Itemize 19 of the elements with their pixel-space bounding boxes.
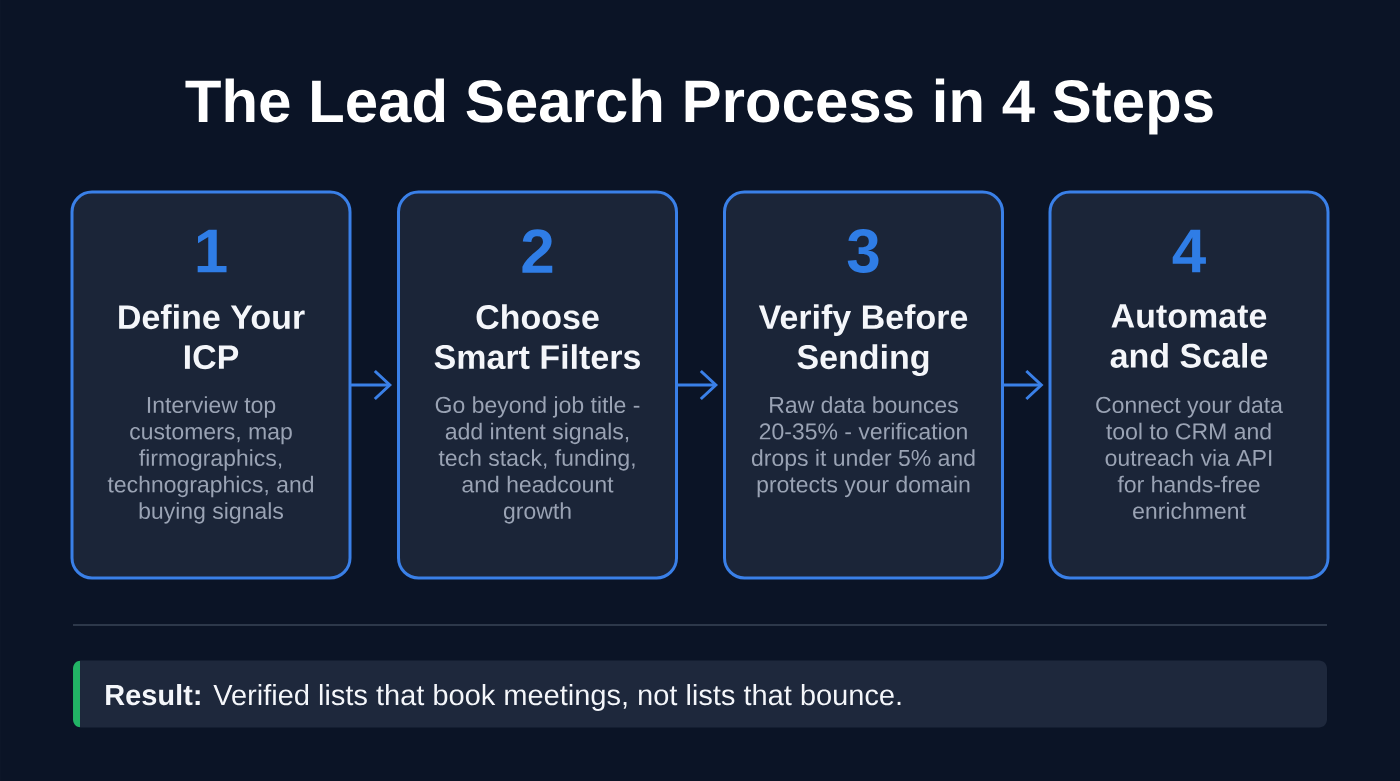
step-description: Interview top customers, map firmographics, technographics, and buying signals [107,396,314,524]
step-card [1048,190,1330,580]
step-number: 4 [1172,229,1206,273]
step-title: Define Your ICP [119,304,305,370]
step-description: Raw data bounces 20-35% - verification drops it under 5% and protects your domain [751,396,975,498]
step-description: Connect your data tool to CRM and outreach via API for hands-free enrichment [1096,396,1283,520]
step-card [70,190,352,580]
step-number: 1 [197,229,227,273]
result-text: Result: Verified lists that book meetings, not lists that bounce. [106,684,901,711]
step-title: Verify Before Sending [758,304,968,377]
step-description: Go beyond job title - add intent signals, tech stack, funding, and headcount growth [435,396,640,524]
step-number: 3 [847,229,879,273]
step-title: Choose Smart Filters [434,304,640,370]
result-banner [73,660,1327,728]
title: The Lead Search Process in 4 Steps [185,78,1213,135]
step-title: Automate and Scale [1110,304,1268,368]
step-card [723,190,1004,580]
step-number: 2 [522,229,553,273]
step-card [397,190,678,580]
